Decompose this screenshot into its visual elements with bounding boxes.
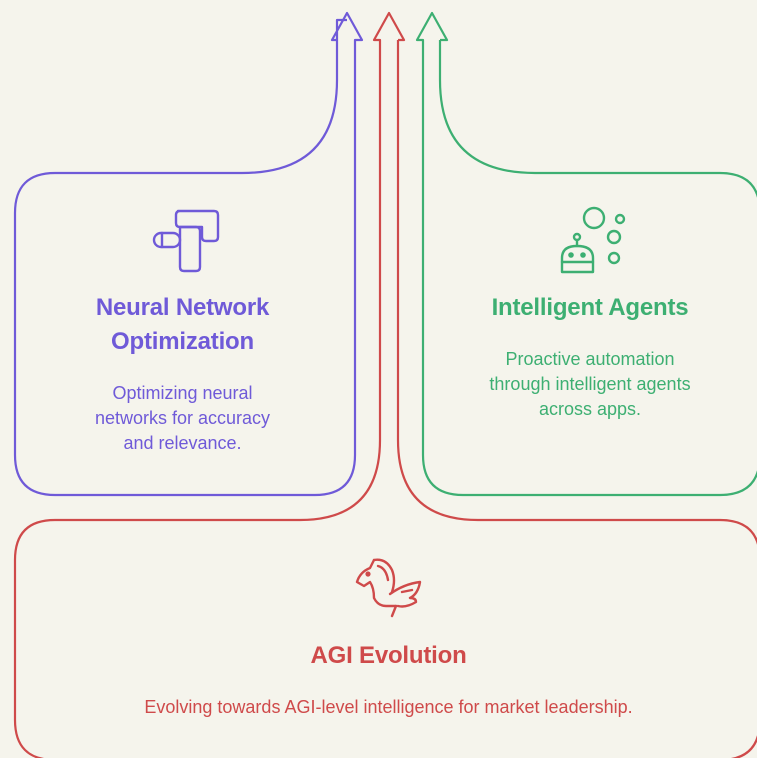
neural-card-title: Neural Network Optimization	[30, 291, 335, 359]
agents-card-desc-line3: across apps.	[538, 399, 642, 419]
neural-card-title-line2: Optimization	[111, 328, 254, 355]
agents-card-desc-line1: Proactive automation	[505, 349, 675, 369]
agi-card-title: AGI Evolution	[310, 642, 467, 669]
neural-card-desc-line2: networks for accuracy	[94, 408, 271, 428]
agents-card-description: Proactive automation through intelligent…	[435, 347, 745, 422]
pegasus-icon	[355, 558, 422, 618]
agents-card-desc-line2: through intelligent agents	[489, 374, 691, 394]
neural-card-desc-line3: and relevance.	[123, 433, 242, 453]
robot-bubbles-icon	[560, 206, 626, 274]
agi-card-description: Evolving towards AGI-level intelligence …	[144, 697, 633, 717]
neural-network-icon	[152, 209, 220, 273]
neural-card-title-line1: Neural Network	[95, 294, 270, 321]
agents-card-outline	[415, 11, 757, 497]
neural-card-desc-line1: Optimizing neural	[112, 383, 253, 403]
agents-card-title: Intelligent Agents	[491, 294, 689, 321]
neural-card-description: Optimizing neural networks for accuracy …	[30, 381, 335, 456]
agi-card-outline	[13, 11, 757, 758]
neural-card-outline	[13, 11, 364, 497]
